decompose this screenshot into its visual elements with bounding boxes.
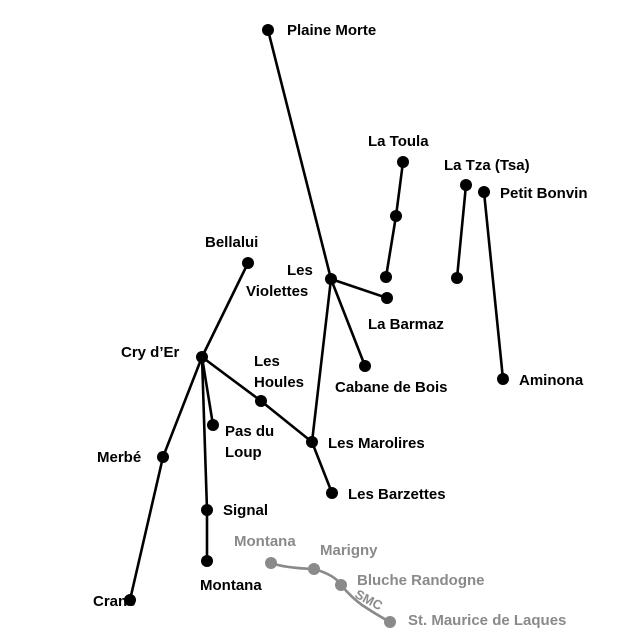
- label-st-maurice: St. Maurice de Laques: [408, 612, 566, 629]
- label-merbe: Merbé: [97, 449, 141, 466]
- label-petit-bonvin: Petit Bonvin: [500, 185, 588, 202]
- line-cry-der-bellalui: [200, 261, 250, 359]
- label-montana-smc: Montana: [234, 533, 296, 550]
- station-la-tza-bottom[interactable]: [451, 272, 463, 284]
- label-les-houles-line1: Les: [254, 353, 280, 370]
- label-montana: Montana: [200, 577, 262, 594]
- label-bellalui: Bellalui: [205, 234, 258, 251]
- label-cry-der: Cry d’Er: [121, 344, 180, 361]
- station-cry-der[interactable]: [196, 351, 208, 363]
- lift-lines: [128, 28, 505, 624]
- label-les-violettes-line2: Violettes: [246, 283, 308, 300]
- station-bellalui[interactable]: [242, 257, 254, 269]
- station-plaine-morte[interactable]: [262, 24, 274, 36]
- line-violettes-la-barmaz: [329, 277, 389, 300]
- station-marigny[interactable]: [308, 563, 320, 575]
- station-montana-smc[interactable]: [265, 557, 277, 569]
- label-plaine-morte: Plaine Morte: [287, 22, 376, 39]
- line-plaine-morte-les-marolires: [266, 28, 333, 281]
- station-merbe[interactable]: [157, 451, 169, 463]
- station-labels: Plaine Morte La Toula La Tza (Tsa) Petit…: [93, 22, 588, 629]
- label-signal: Signal: [223, 502, 268, 519]
- station-les-barzettes[interactable]: [326, 487, 338, 499]
- station-cabane-de-bois[interactable]: [359, 360, 371, 372]
- label-marigny: Marigny: [320, 542, 378, 559]
- station-pas-du-loup[interactable]: [207, 419, 219, 431]
- label-cabane-de-bois: Cabane de Bois: [335, 379, 448, 396]
- station-la-barmaz[interactable]: [381, 292, 393, 304]
- line-cry-der-barzettes: [200, 355, 334, 495]
- station-st-maurice[interactable]: [384, 616, 396, 628]
- label-les-houles-line2: Houles: [254, 374, 304, 391]
- station-aminona[interactable]: [497, 373, 509, 385]
- station-les-marolires[interactable]: [306, 436, 318, 448]
- station-les-violettes[interactable]: [325, 273, 337, 285]
- label-aminona: Aminona: [519, 372, 584, 389]
- line-cry-der-pas-du-loup: [200, 355, 215, 427]
- label-la-tza: La Tza (Tsa): [444, 157, 530, 174]
- line-violettes-marolires: [310, 277, 333, 444]
- station-la-toula-bottom[interactable]: [380, 271, 392, 283]
- label-pas-du-loup-line1: Pas du: [225, 423, 274, 440]
- station-crans[interactable]: [124, 594, 136, 606]
- label-les-barzettes: Les Barzettes: [348, 486, 446, 503]
- station-la-toula-mid[interactable]: [390, 210, 402, 222]
- line-violettes-cabane-de-bois: [329, 277, 367, 368]
- station-montana[interactable]: [201, 555, 213, 567]
- label-pas-du-loup-line2: Loup: [225, 444, 262, 461]
- label-les-violettes-line1: Les: [287, 262, 313, 279]
- station-la-tza-top[interactable]: [460, 179, 472, 191]
- station-les-houles[interactable]: [255, 395, 267, 407]
- line-la-tza: [455, 183, 468, 280]
- label-la-barmaz: La Barmaz: [368, 316, 444, 333]
- label-bluche-randogne: Bluche Randogne: [357, 572, 485, 589]
- station-signal[interactable]: [201, 504, 213, 516]
- line-petit-bonvin-aminona: [482, 190, 505, 381]
- stations: [124, 24, 509, 628]
- line-crans-cry-der: [128, 355, 204, 602]
- station-petit-bonvin[interactable]: [478, 186, 490, 198]
- label-crans: Crans: [93, 593, 136, 610]
- station-la-toula-top[interactable]: [397, 156, 409, 168]
- label-la-toula: La Toula: [368, 133, 429, 150]
- station-bluche-randogne[interactable]: [335, 579, 347, 591]
- label-les-marolires: Les Marolires: [328, 435, 425, 452]
